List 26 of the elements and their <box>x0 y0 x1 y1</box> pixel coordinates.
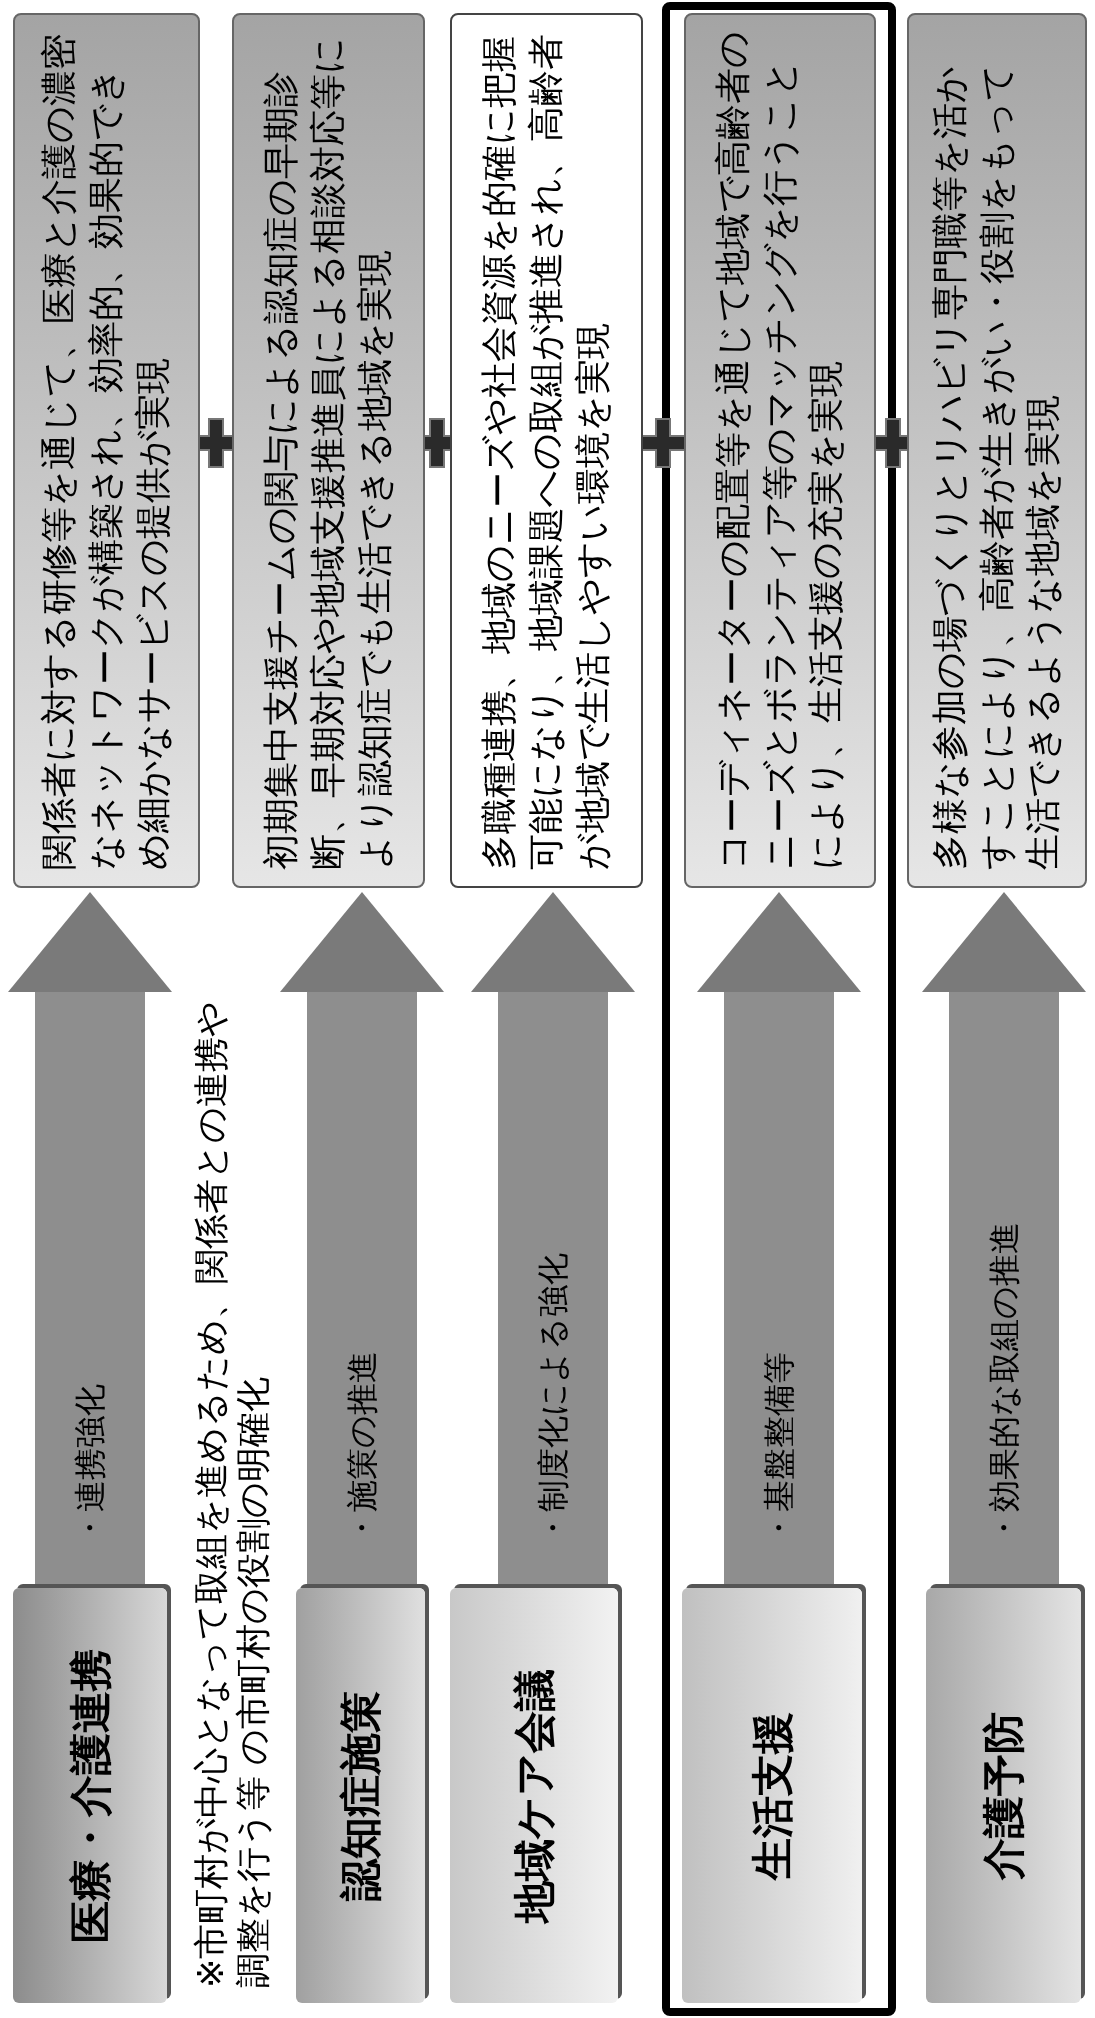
block-arrow <box>471 892 635 1584</box>
edge-label: ・制度化による強化 <box>537 1253 569 1544</box>
category-label: 認知症施策 <box>335 1690 386 1901</box>
result-box <box>232 13 425 888</box>
category-label: 介護予防 <box>978 1711 1029 1880</box>
block-arrow <box>8 892 172 1584</box>
note-text: ※市町村が中心となって取組を進めるため、関係者との連携や調整を行う等 の市町村の役割の明確化 <box>190 999 274 1988</box>
result-box <box>684 13 876 888</box>
edge-label: ・連携強化 <box>74 1384 106 1544</box>
edge-label: ・効果的な取組の推進 <box>988 1222 1020 1544</box>
category-label: 生活支援 <box>746 1711 798 1880</box>
edge-label: ・基盤整備等 <box>763 1352 795 1544</box>
result-text: 関係者に対する研修等を通じて、医療と介護の濃密なネットワークが構築され、効率的、効果的できめ細かなサービスの提供が実現 <box>37 33 174 870</box>
result-box <box>450 13 643 888</box>
edge-label: ・施策の推進 <box>346 1351 378 1544</box>
category-label: 医療・介護連携 <box>64 1648 116 1943</box>
result-text: 多職種連携、地域のニーズや社会資源を的確に把握可能になり、地域課題への取組が推進され、高齢者が地域で生活しやすい環境を実現 <box>477 33 614 870</box>
result-text: 多様な参加の場づくりとリハビリ専門職等を活かすことにより、高齢者が生きがい・役割をもって生活できるような地域を実現 <box>927 63 1065 870</box>
result-box <box>13 13 200 888</box>
result-box <box>907 13 1087 888</box>
result-text: 初期集中支援チームの関与による認知症の早期診断、早期対応や地域支援推進員による相談対応等により認知症でも生活できる地域を実現 <box>259 36 396 870</box>
result-text: コーディネーターの配置等を通じて地域で高齢者のニーズとボランティア等のマッチングを行うことにより、生活支援の充実を実現 <box>710 31 848 870</box>
block-arrow <box>697 892 861 1584</box>
category-label: 地域ケア会議 <box>508 1668 560 1923</box>
block-arrow <box>922 892 1086 1584</box>
block-arrow <box>280 892 444 1584</box>
